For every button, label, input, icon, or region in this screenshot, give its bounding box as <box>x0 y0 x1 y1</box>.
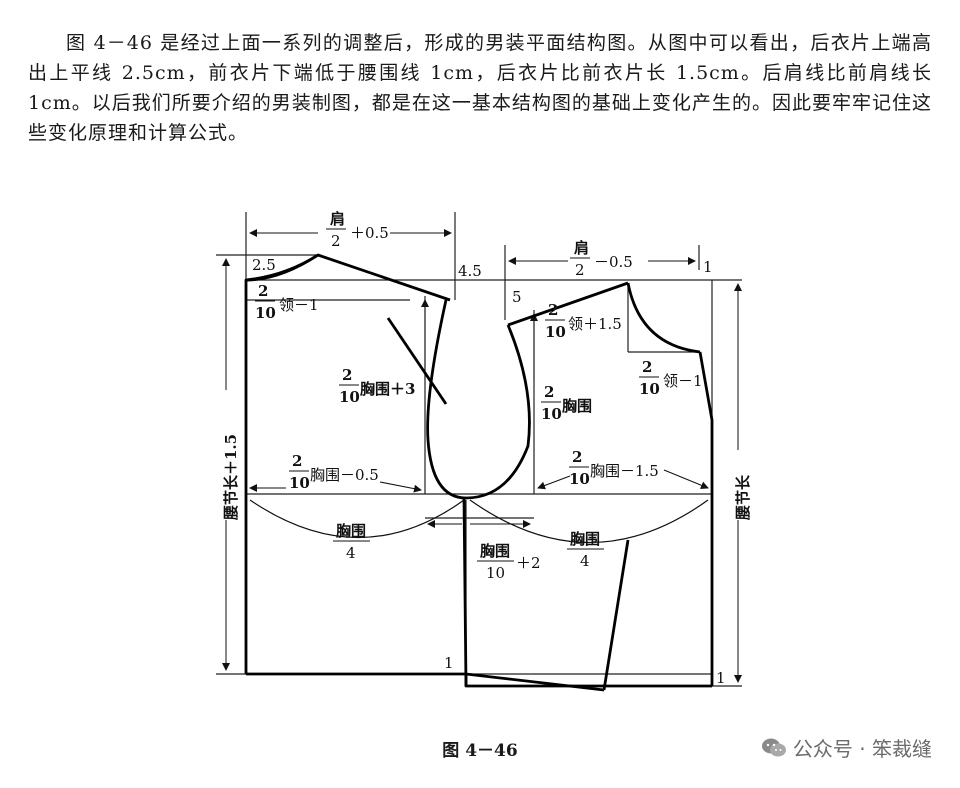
back-shoulder-num: 肩 <box>330 210 345 228</box>
back-chest-width-num: 2 <box>342 366 352 384</box>
back-shoulder-suffix: ＋0.5 <box>350 224 389 242</box>
front-neck-d-num: 2 <box>642 358 652 376</box>
bottom-left-1: 1 <box>444 654 454 672</box>
front-quarter-den: 4 <box>580 552 590 570</box>
front-5-label: 5 <box>512 288 522 306</box>
side-seam-num: 胸围 <box>480 542 510 560</box>
guide-lines <box>216 212 742 687</box>
front-armhole-suffix: 胸围－1.5 <box>590 462 659 480</box>
front-shoulder-suffix: －0.5 <box>594 253 633 271</box>
pattern-outline <box>244 253 714 692</box>
front-neck-d-suffix: 领－1 <box>663 372 703 390</box>
back-quarter-den: 4 <box>346 544 356 562</box>
front-neck-w-suffix: 领＋1.5 <box>568 315 622 333</box>
back-neck-suffix: 领－1 <box>279 296 319 314</box>
back-chest-width-den: 10 <box>339 388 360 406</box>
front-armhole-num: 2 <box>572 448 582 466</box>
back-armhole-den: 10 <box>289 474 310 492</box>
gap-45-label: 4.5 <box>458 262 482 280</box>
back-neck-num: 2 <box>258 282 268 300</box>
back-quarter-num: 胸围 <box>336 522 366 540</box>
back-neck-den: 10 <box>255 304 276 322</box>
front-chest-width-num: 2 <box>544 383 554 401</box>
quarter-arcs <box>249 499 709 543</box>
wechat-icon <box>761 737 787 759</box>
side-seam-den: 10 <box>486 564 505 582</box>
intro-text: 图 4－46 是经过上面一系列的调整后，形成的男装平面结构图。从图中可以看出，后… <box>28 32 932 144</box>
front-chest-width-den: 10 <box>541 405 562 423</box>
front-length-label: 腰节长 <box>734 474 752 521</box>
front-neck-w-den: 10 <box>545 323 566 341</box>
dimension-arrows <box>222 229 742 683</box>
front-quarter-num: 胸围 <box>570 530 600 548</box>
figure-caption: 图 4－46 <box>442 741 518 761</box>
back-armhole-num: 2 <box>292 452 302 470</box>
back-armhole-suffix: 胸围－0.5 <box>310 466 379 484</box>
front-shoulder-num: 肩 <box>574 239 589 257</box>
intro-paragraph: 图 4－46 是经过上面一系列的调整后，形成的男装平面结构图。从图中可以看出，后… <box>28 28 932 148</box>
front-shoulder-den: 2 <box>575 261 585 279</box>
back-length-label: 腰节长＋1.5 <box>222 434 240 521</box>
front-neck-w-num: 2 <box>548 301 558 319</box>
front-top-1-label: 1 <box>703 258 713 276</box>
back-shoulder-den: 2 <box>331 232 341 250</box>
front-chest-width-suffix: 胸围 <box>562 397 592 415</box>
bottom-right-1: 1 <box>716 669 726 687</box>
back-chest-width-suffix: 胸围＋3 <box>360 380 415 398</box>
watermark: 公众号 · 笨裁缝 <box>761 733 932 762</box>
diagram-labels: 肩 2 ＋0.5 肩 2 －0.5 2.5 4.5 1 5 2 10 领－1 2… <box>222 210 752 687</box>
watermark-text: 公众号 · 笨裁缝 <box>792 737 932 761</box>
back-rise-label: 2.5 <box>252 256 276 274</box>
front-neck-d-den: 10 <box>639 380 660 398</box>
side-seam-suffix: ＋2 <box>516 554 541 572</box>
front-armhole-den: 10 <box>569 470 590 488</box>
